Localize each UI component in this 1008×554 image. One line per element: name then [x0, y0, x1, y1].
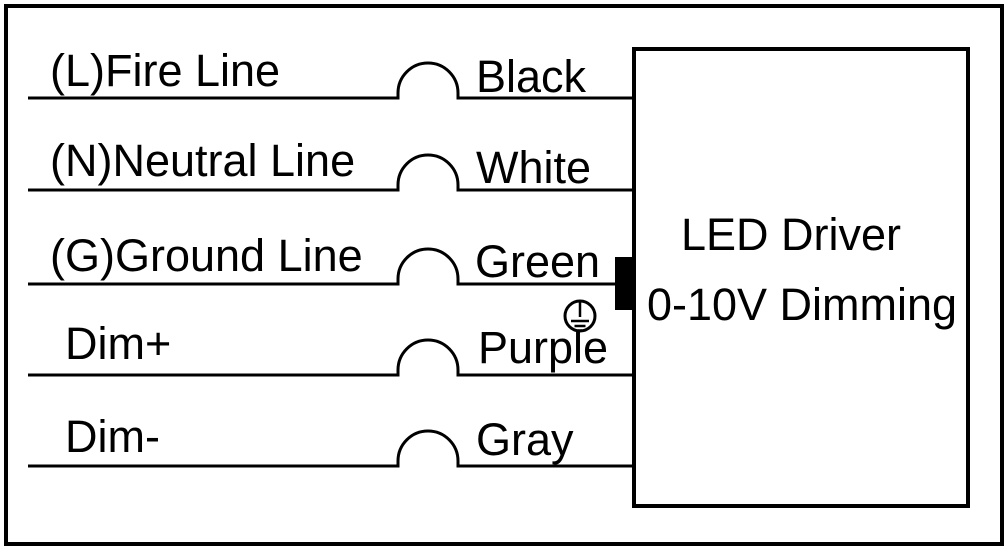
device-name-line2: 0-10V Dimming [647, 279, 957, 330]
wire-label-dim-minus: Dim- [65, 411, 160, 462]
wire-ground-line [28, 247, 616, 286]
wire-color-label-gray: Gray [476, 414, 574, 465]
wire-label-neutral-line: (N)Neutral Line [50, 135, 355, 186]
ground-terminal-block [615, 257, 634, 310]
wire-dim-plus [28, 338, 636, 377]
earth-ground-icon [563, 299, 597, 333]
wire-label-fire-line: (L)Fire Line [50, 45, 280, 96]
diagram-border [4, 4, 1004, 546]
wire-label-ground-line: (G)Ground Line [50, 230, 363, 281]
wire-fire-line [28, 61, 636, 100]
wire-label-dim-plus: Dim+ [65, 318, 171, 369]
wire-color-label-black: Black [476, 51, 587, 102]
wire-color-label-green: Green [475, 236, 600, 287]
wire-dim-minus [28, 429, 636, 468]
led-driver-box [632, 47, 970, 508]
device-name-line1: LED Driver [681, 209, 901, 260]
wire-color-label-purple: Purple [478, 322, 608, 373]
wire-neutral-line [28, 153, 636, 192]
wire-color-label-white: White [476, 142, 591, 193]
